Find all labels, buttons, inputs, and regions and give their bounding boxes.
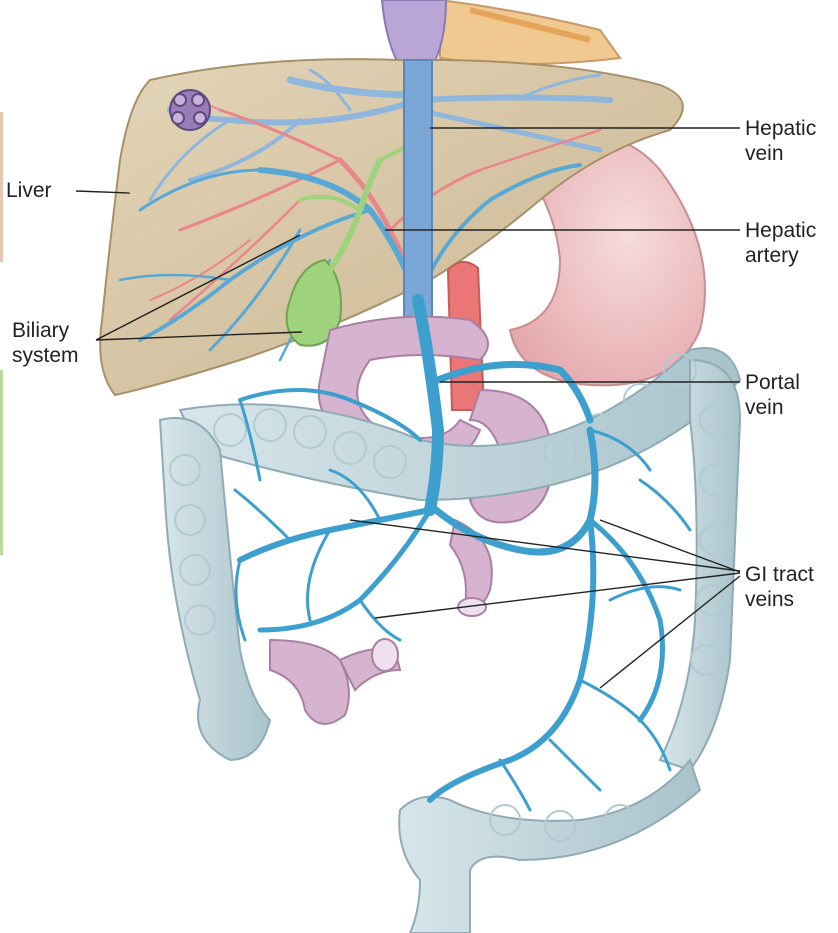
liver-label: Liver — [6, 178, 52, 203]
inferior-vena-cava — [404, 60, 432, 320]
hepatic-artery-label: Hepatic artery — [745, 218, 816, 268]
biliary-system-label: Biliary system — [12, 318, 79, 368]
hepatic-vein-label: Hepatic vein — [745, 116, 816, 166]
small-intestine — [270, 317, 552, 724]
edge-strip-top — [0, 112, 3, 262]
liver-lobule-icon — [170, 90, 210, 130]
portal-vein-label: Portal vein — [745, 370, 800, 420]
edge-strip-bottom — [0, 370, 3, 555]
gi-tract-veins-label: GI tract veins — [745, 562, 814, 612]
leader-gi-2 — [375, 573, 740, 618]
